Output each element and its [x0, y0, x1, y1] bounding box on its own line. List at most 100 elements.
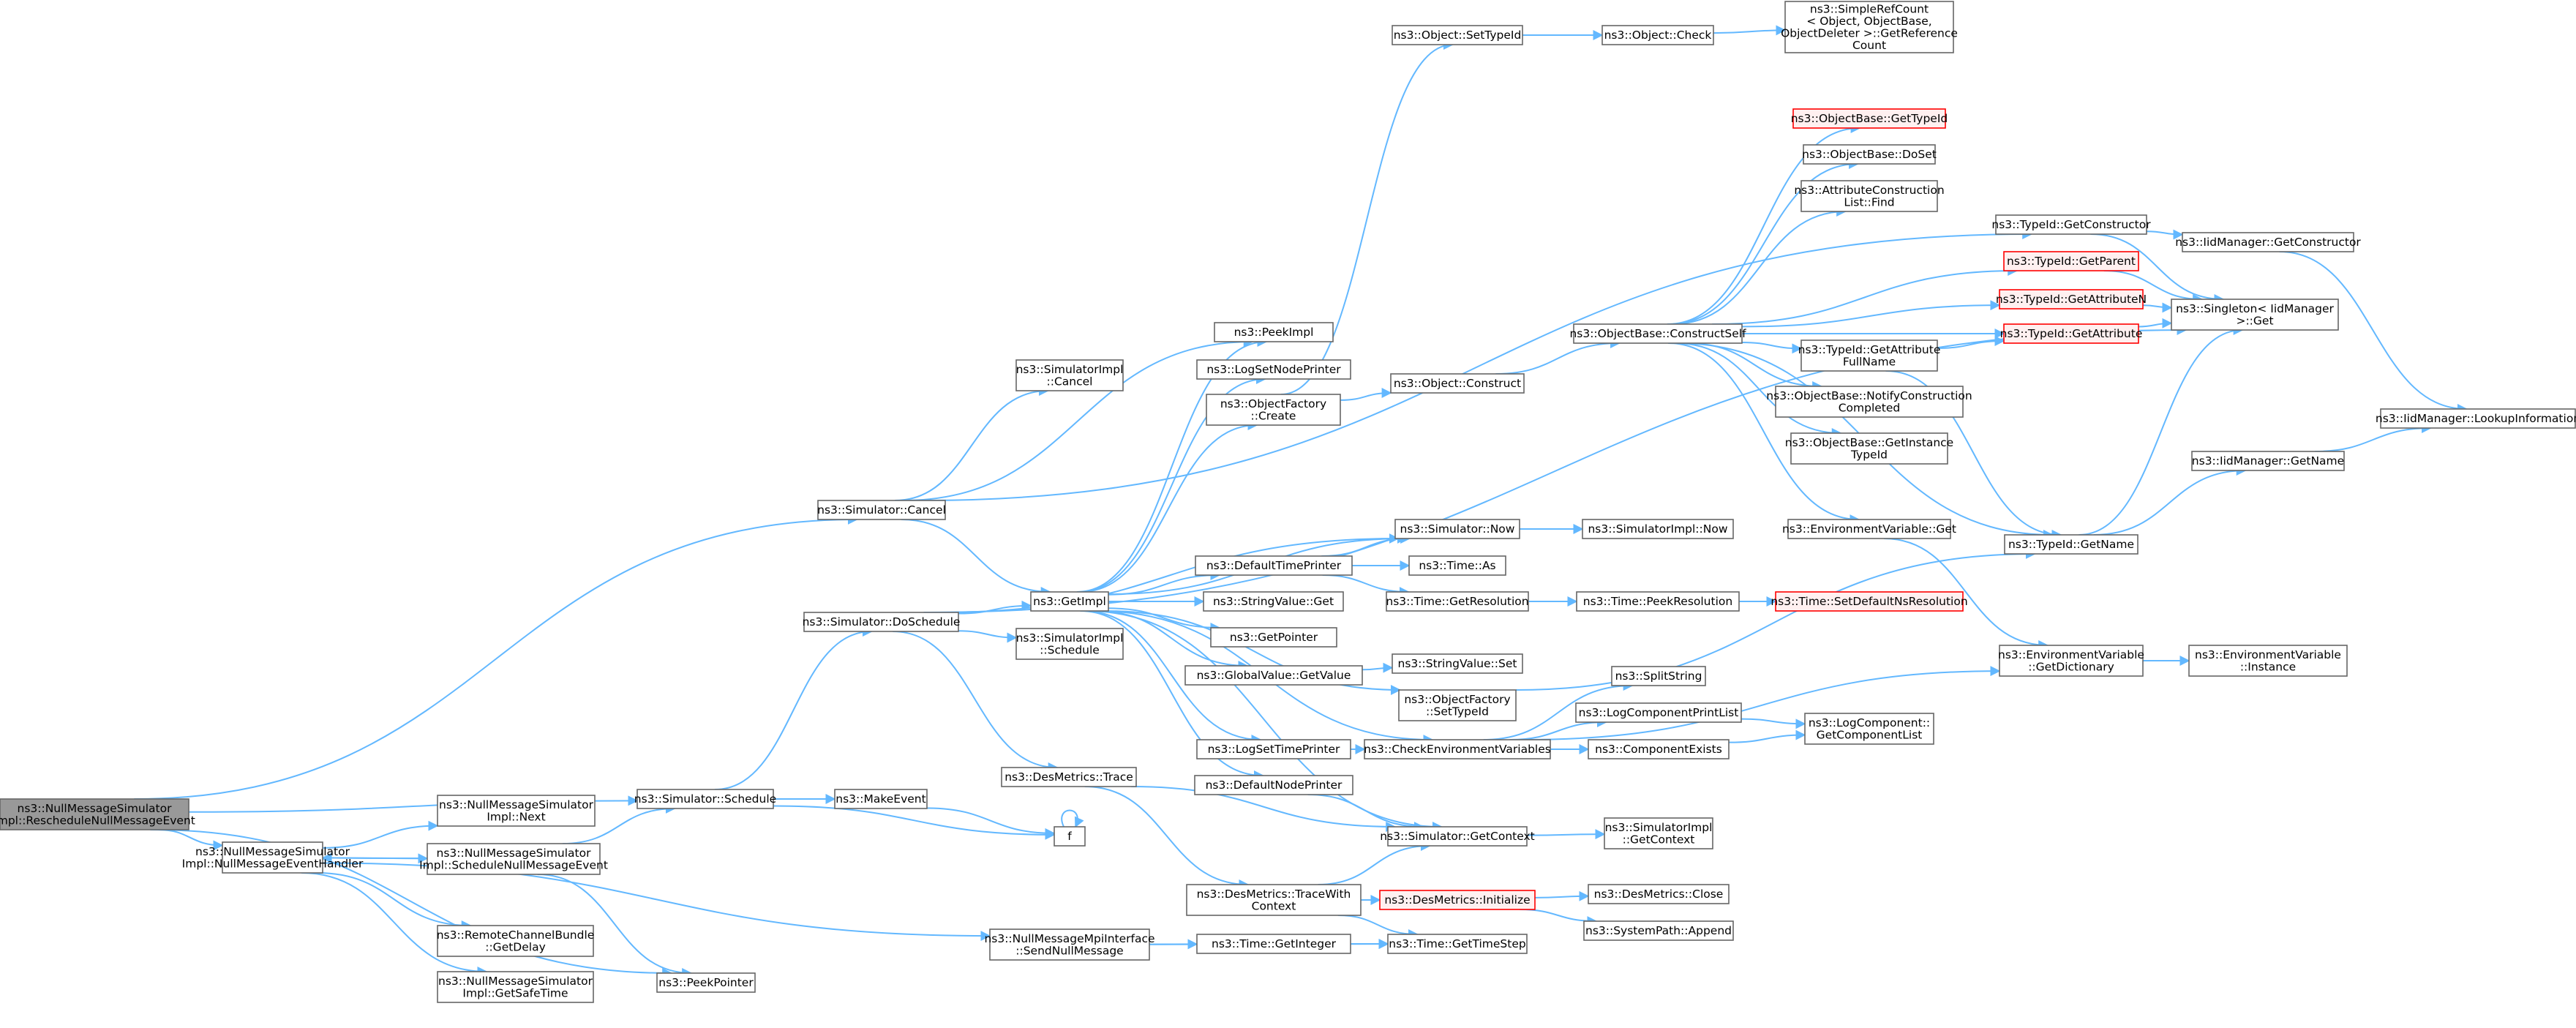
node-label-line: ns3::Simulator::Cancel	[817, 503, 946, 517]
node-env_get[interactable]: ns3::EnvironmentVariable::Get	[1782, 519, 1956, 539]
edge-sim_dosched-to-simimpl_sched	[958, 630, 1018, 643]
node-rcb_delay[interactable]: ns3::RemoteChannelBundle::GetDelay	[437, 925, 595, 957]
node-of_create[interactable]: ns3::ObjectFactory::Create	[1206, 394, 1341, 426]
node-sendnull[interactable]: ns3::NullMessageMpiInterface::SendNullMe…	[984, 928, 1155, 961]
node-gv_getvalue[interactable]: ns3::GlobalValue::GetValue	[1184, 665, 1363, 686]
node-logcomp_printlist[interactable]: ns3::LogComponentPrintList	[1575, 702, 1742, 723]
node-tid_getconstructor[interactable]: ns3::TypeId::GetConstructor	[1991, 214, 2151, 235]
node-box	[1184, 665, 1363, 686]
node-simimpl_cancel[interactable]: ns3::SimulatorImpl::Cancel	[1015, 359, 1124, 391]
edge-compexists-to-logcomp_getlist	[1728, 729, 1806, 743]
node-compexists[interactable]: ns3::ComponentExists	[1588, 739, 1730, 759]
node-logsetnode[interactable]: ns3::LogSetNodePrinter	[1196, 359, 1351, 380]
edge-iid_getconstructor-to-iid_lookup	[2279, 251, 2468, 414]
node-label-line: ns3::ObjectBase::DoSet	[1802, 148, 1937, 161]
node-root[interactable]: ns3::NullMessageSimulatorImpl::Reschedul…	[0, 798, 195, 830]
node-time_getint[interactable]: ns3::Time::GetInteger	[1196, 934, 1351, 954]
edge-env_get-to-env_getdict	[1883, 538, 2049, 650]
node-label-line: ns3::ObjectBase::ConstructSelf	[1569, 327, 1746, 340]
node-obj_check[interactable]: ns3::Object::Check	[1601, 25, 1714, 45]
node-simimpl_getctx[interactable]: ns3::SimulatorImpl::GetContext	[1604, 817, 1713, 849]
node-tid_getname[interactable]: ns3::TypeId::GetName	[2004, 534, 2138, 555]
node-ob_constructself[interactable]: ns3::ObjectBase::ConstructSelf	[1569, 323, 1746, 344]
node-syspath_append[interactable]: ns3::SystemPath::Append	[1583, 920, 1734, 941]
node-iid_getname[interactable]: ns3::IidManager::GetName	[2191, 451, 2345, 471]
edge-tid_getname-to-singleton_get	[2079, 325, 2244, 536]
node-f[interactable]: f	[1054, 826, 1086, 847]
node-simimpl_sched[interactable]: ns3::SimulatorImpl::Schedule	[1015, 628, 1124, 660]
node-makeevent[interactable]: ns3::MakeEvent	[834, 789, 928, 809]
node-des_init[interactable]: ns3::DesMetrics::Initialize	[1379, 890, 1536, 910]
node-sim_sched[interactable]: ns3::Simulator::Schedule	[634, 789, 776, 809]
edge-nms_snme-to-peekptr	[537, 874, 693, 978]
node-box	[1186, 884, 1362, 916]
node-peekptr[interactable]: ns3::PeekPointer	[656, 972, 756, 993]
node-label-line: ns3::ObjectBase::NotifyConstruction	[1766, 389, 1972, 402]
node-iid_lookup[interactable]: ns3::IidManager::LookupInformation	[2376, 408, 2576, 429]
node-time_peekres[interactable]: ns3::Time::PeekResolution	[1576, 591, 1740, 612]
node-des_trace[interactable]: ns3::DesMetrics::Trace	[1001, 767, 1137, 787]
node-nmeh[interactable]: ns3::NullMessageSimulatorImpl::NullMessa…	[182, 841, 364, 874]
node-getpointer[interactable]: ns3::GetPointer	[1210, 627, 1337, 648]
node-getimpl[interactable]: ns3::GetImpl	[1030, 591, 1109, 612]
node-iid_getconstructor[interactable]: ns3::IidManager::GetConstructor	[2175, 232, 2361, 252]
node-of_settypeid[interactable]: ns3::ObjectFactory::SetTypeId	[1398, 689, 1517, 721]
node-splitstring[interactable]: ns3::SplitString	[1611, 666, 1706, 686]
edge-logcomp_printlist-to-logcomp_getlist	[1741, 718, 1806, 729]
node-simimpl_now[interactable]: ns3::SimulatorImpl::Now	[1582, 519, 1734, 539]
node-time_getres[interactable]: ns3::Time::GetResolution	[1386, 591, 1529, 612]
node-obj_construct[interactable]: ns3::Object::Construct	[1390, 373, 1525, 394]
node-time_as[interactable]: ns3::Time::As	[1408, 555, 1506, 576]
edge-nms_snme-to-sim_sched	[563, 803, 676, 844]
node-srefcount[interactable]: ns3::SimpleRefCount< Object, ObjectBase,…	[1781, 1, 1958, 53]
node-logsettime[interactable]: ns3::LogSetTimePrinter	[1196, 739, 1351, 759]
node-sim_now[interactable]: ns3::Simulator::Now	[1394, 519, 1520, 539]
node-nms_safe[interactable]: ns3::NullMessageSimulatorImpl::GetSafeTi…	[437, 971, 594, 1003]
node-box	[1387, 826, 1528, 847]
node-obj_settypeid[interactable]: ns3::Object::SetTypeId	[1392, 25, 1523, 45]
node-sim_getctx[interactable]: ns3::Simulator::GetContext	[1380, 826, 1535, 847]
node-sim_cancel[interactable]: ns3::Simulator::Cancel	[817, 500, 946, 520]
node-ob_doset[interactable]: ns3::ObjectBase::DoSet	[1802, 144, 1937, 165]
node-time_setdefns[interactable]: ns3::Time::SetDefaultNsResolution	[1770, 591, 1968, 612]
edge-ob_constructself-to-ob_gettypeid	[1667, 123, 1861, 325]
node-time_timestep[interactable]: ns3::Time::GetTimeStep	[1387, 934, 1528, 954]
node-logcomp_getlist[interactable]: ns3::LogComponent::GetComponentList	[1804, 713, 1934, 745]
node-label-line: ::SetTypeId	[1426, 705, 1489, 718]
node-ob_gettypeid[interactable]: ns3::ObjectBase::GetTypeId	[1791, 108, 1948, 129]
node-box	[1804, 713, 1934, 745]
node-check_env[interactable]: ns3::CheckEnvironmentVariables	[1364, 739, 1551, 759]
node-tid_getattrn[interactable]: ns3::TypeId::GetAttributeN	[1996, 289, 2147, 309]
node-defnode[interactable]: ns3::DefaultNodePrinter	[1194, 775, 1353, 795]
node-tid_getparent[interactable]: ns3::TypeId::GetParent	[2003, 251, 2139, 271]
node-des_close[interactable]: ns3::DesMetrics::Close	[1588, 884, 1730, 904]
edge-sim_dosched-to-sim_now	[940, 533, 1400, 613]
node-strval_set[interactable]: ns3::StringValue::Set	[1392, 653, 1523, 674]
edge-ob_constructself-to-tid_getparent	[1712, 266, 2019, 325]
node-box	[989, 928, 1150, 961]
edge-ob_constructself-to-ob_doset	[1669, 159, 1860, 325]
node-label-line: ::GetDelay	[485, 940, 546, 953]
node-env_instance[interactable]: ns3::EnvironmentVariable::Instance	[2188, 645, 2348, 677]
node-deftime[interactable]: ns3::DefaultTimePrinter	[1195, 555, 1353, 576]
node-nms_snme[interactable]: ns3::NullMessageSimulatorImpl::ScheduleN…	[419, 843, 608, 875]
node-singleton_get[interactable]: ns3::Singleton< IidManager >::Get	[2171, 299, 2339, 331]
node-ob_notify[interactable]: ns3::ObjectBase::NotifyConstructionCompl…	[1766, 386, 1972, 418]
node-sim_dosched[interactable]: ns3::Simulator::DoSchedule	[803, 612, 961, 632]
node-tid_getattr[interactable]: ns3::TypeId::GetAttribute	[2000, 323, 2143, 344]
edge-tid_getattr-to-singleton_get	[2138, 318, 2173, 329]
node-label-line: ns3::SplitString	[1615, 669, 1702, 683]
node-box	[1800, 339, 1938, 372]
node-peekimpl[interactable]: ns3::PeekImpl	[1214, 322, 1334, 342]
node-label-line: ns3::IidManager::GetConstructor	[2175, 236, 2361, 249]
node-env_getdict[interactable]: ns3::EnvironmentVariable::GetDictionary	[1998, 645, 2144, 677]
node-box	[1800, 180, 1938, 212]
edge-sim_getctx-to-simimpl_getctx	[1526, 829, 1606, 840]
node-strval_get[interactable]: ns3::StringValue::Get	[1203, 591, 1344, 612]
edge-tid_getconstructor-to-iid_getconstructor	[2146, 229, 2184, 240]
